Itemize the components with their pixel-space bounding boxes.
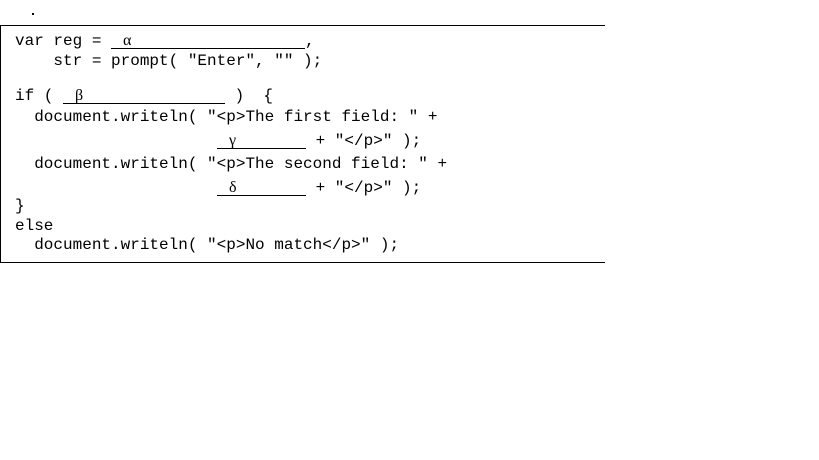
code-line-4: document.writeln( "<p>The first field: "…: [15, 108, 438, 126]
blank-delta: δ: [217, 180, 306, 196]
code-line-1-suffix: ,: [305, 32, 315, 50]
code-line-8: }: [15, 197, 25, 215]
code-line-9: else: [15, 217, 54, 235]
code-line-5: γ + "</p>" );: [217, 132, 421, 150]
code-line-3-prefix: if (: [15, 87, 64, 105]
code-line-3-suffix: ) {: [225, 87, 274, 105]
code-listing-box: var reg = α, str = prompt( "Enter", "" )…: [0, 25, 605, 263]
code-line-2: str = prompt( "Enter", "" );: [15, 52, 323, 70]
code-line-7: δ + "</p>" );: [217, 179, 421, 197]
code-line-3: if ( β ) {: [15, 87, 273, 105]
code-line-1-prefix: var reg =: [15, 32, 112, 50]
blank-alpha: α: [111, 33, 306, 49]
blank-beta: β: [63, 88, 226, 104]
code-line-7-suffix: + "</p>" );: [306, 179, 422, 197]
code-line-5-suffix: + "</p>" );: [306, 132, 422, 150]
code-line-1: var reg = α,: [15, 32, 315, 50]
code-line-6: document.writeln( "<p>The second field: …: [15, 155, 448, 173]
blank-gamma: γ: [217, 133, 306, 149]
code-line-10: document.writeln( "<p>No match</p>" );: [15, 236, 400, 254]
stray-dot: [32, 13, 34, 15]
